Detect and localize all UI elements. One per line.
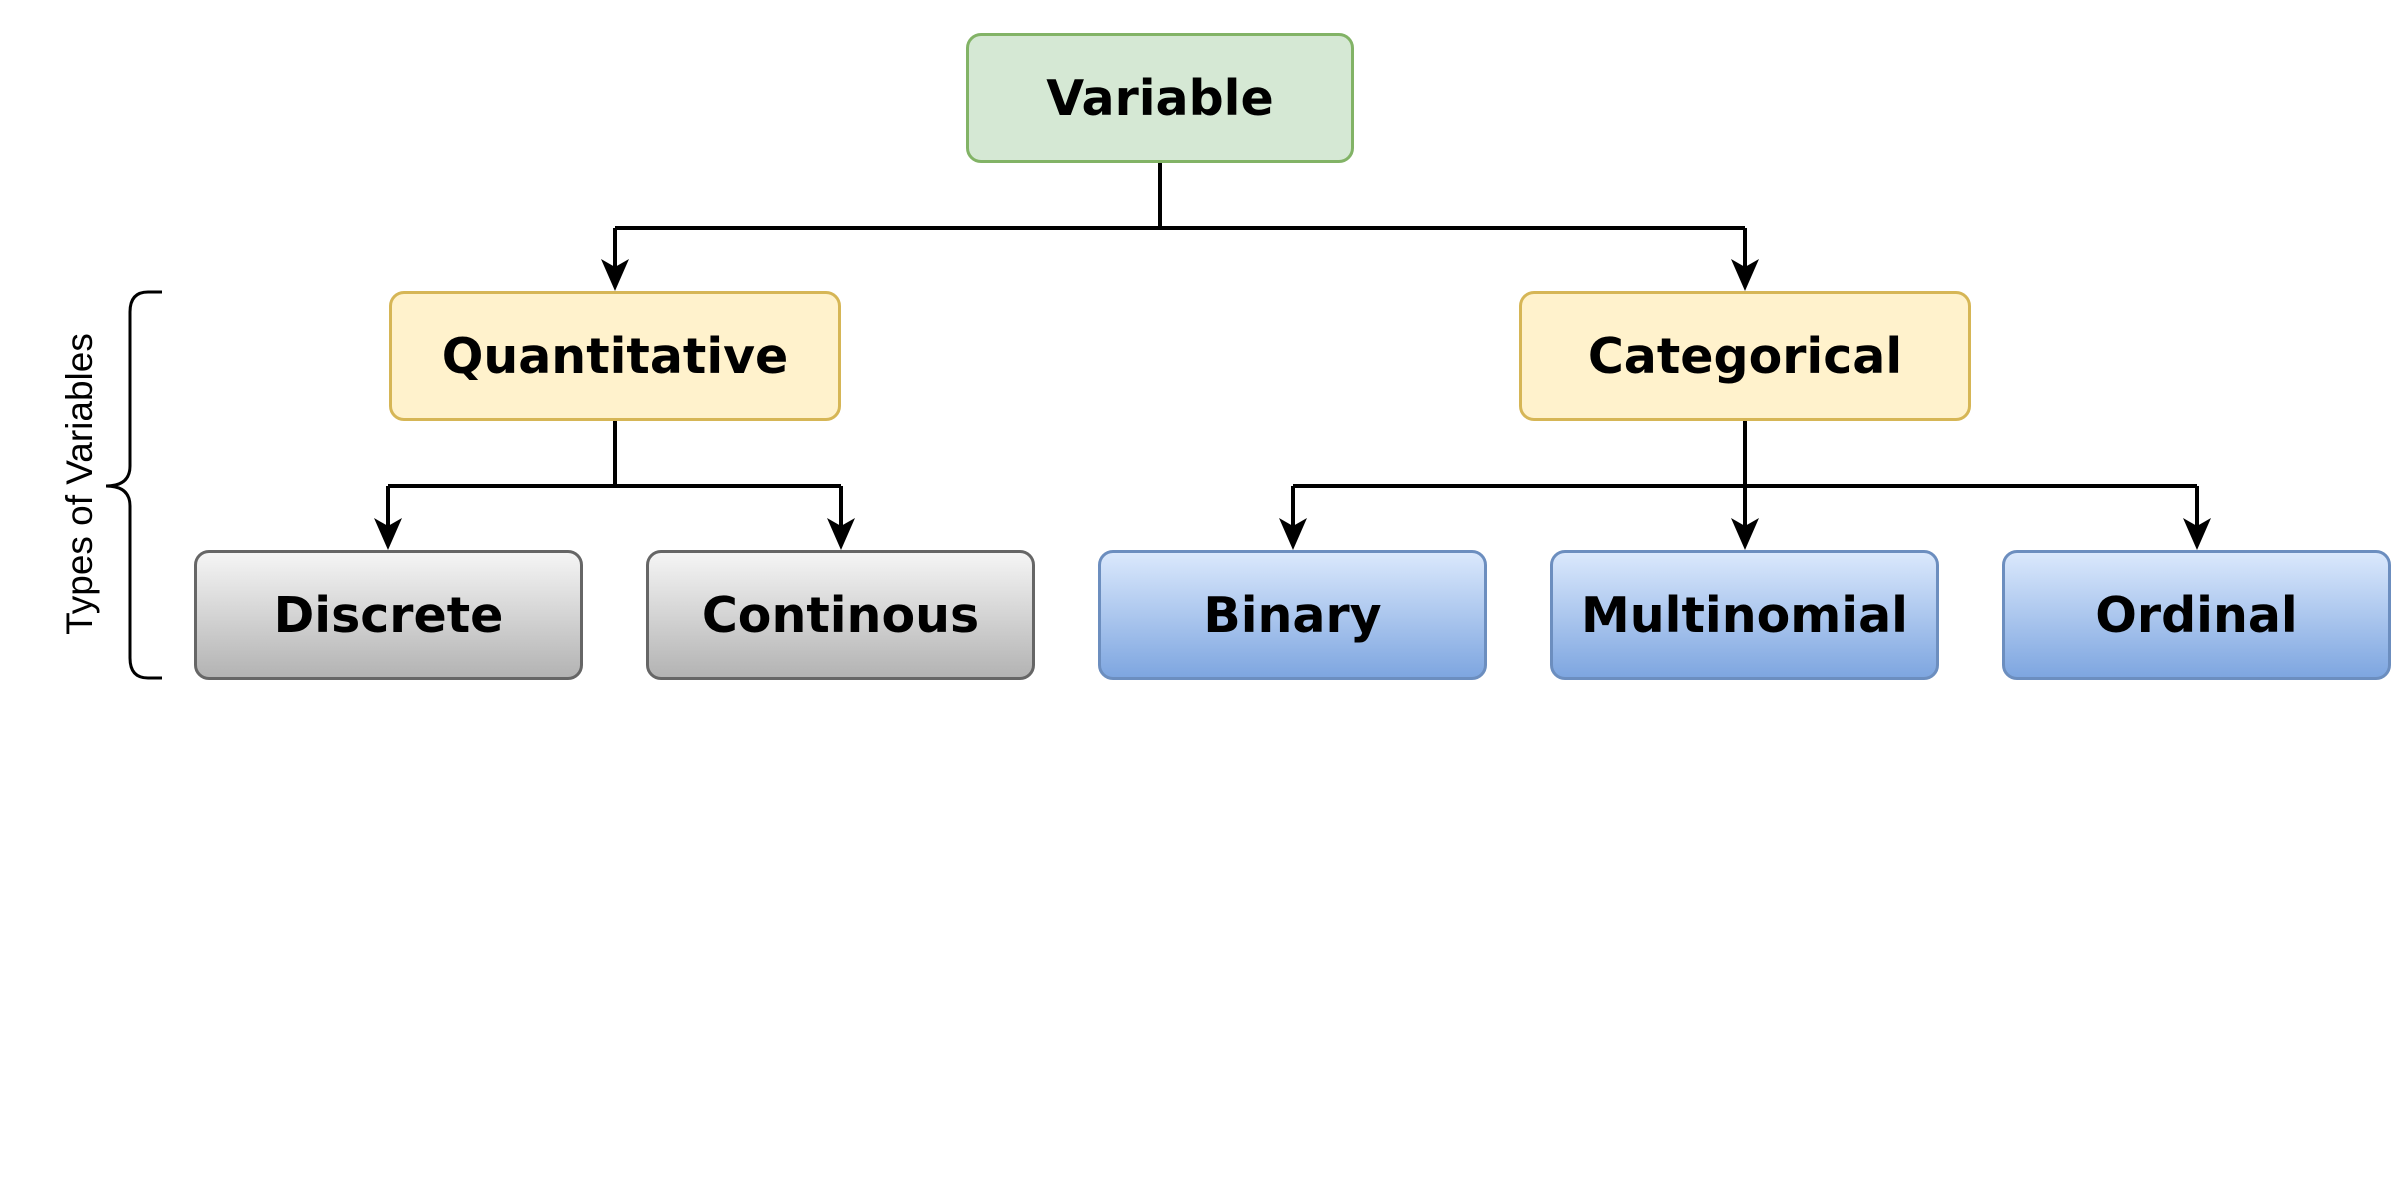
arrowhead-quantitative bbox=[601, 259, 629, 291]
arrowhead-ordinal bbox=[2183, 518, 2211, 550]
node-continous: Continous bbox=[646, 550, 1035, 680]
node-multinomial: Multinomial bbox=[1550, 550, 1939, 680]
arrowhead-continous bbox=[827, 518, 855, 550]
node-discrete: Discrete bbox=[194, 550, 583, 680]
types-of-variables-label: Types of Variables bbox=[59, 333, 100, 635]
arrowhead-categorical bbox=[1731, 259, 1759, 291]
node-categorical: Categorical bbox=[1519, 291, 1971, 421]
node-variable: Variable bbox=[966, 33, 1354, 163]
node-binary: Binary bbox=[1098, 550, 1487, 680]
node-ordinal: Ordinal bbox=[2002, 550, 2391, 680]
arrowhead-binary bbox=[1279, 518, 1307, 550]
brace bbox=[105, 290, 162, 680]
arrowhead-multinomial bbox=[1731, 518, 1759, 550]
node-quantitative: Quantitative bbox=[389, 291, 841, 421]
arrowhead-discrete bbox=[374, 518, 402, 550]
